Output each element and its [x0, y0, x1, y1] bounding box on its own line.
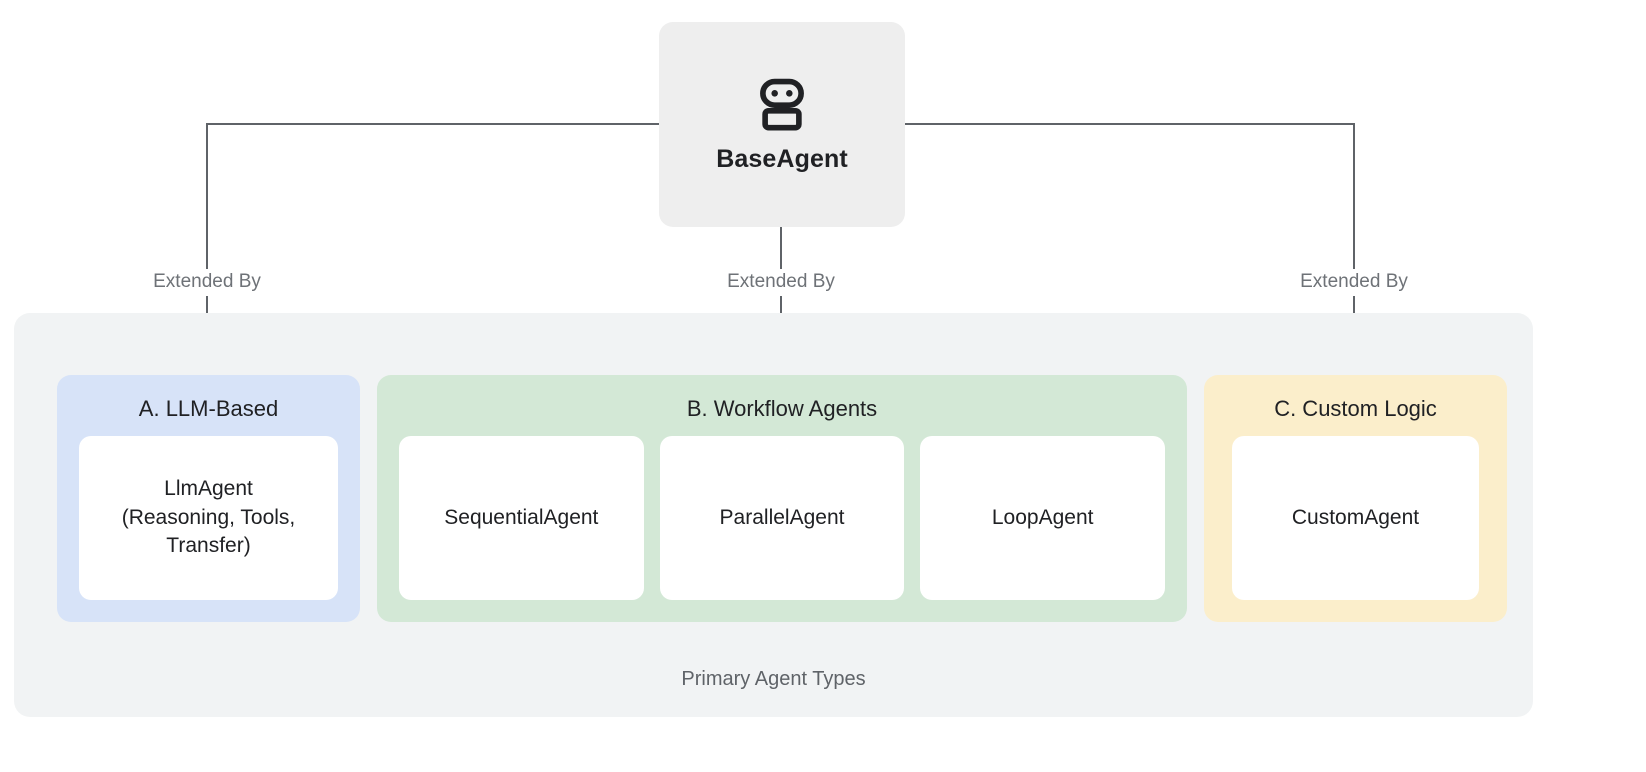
- edge-label-left: Extended By: [145, 269, 269, 296]
- leaf-card-custom-agent[interactable]: CustomAgent: [1232, 436, 1479, 600]
- group-title-custom-logic: C. Custom Logic: [1274, 396, 1437, 421]
- group-title-workflow-agents: B. Workflow Agents: [686, 396, 878, 421]
- group-body-custom-logic: CustomAgent: [1204, 436, 1507, 622]
- leaf-card-parallel-agent[interactable]: ParallelAgent: [659, 436, 905, 600]
- group-title-llm-based: A. LLM-Based: [138, 396, 279, 421]
- leaf-card-llm-agent[interactable]: LlmAgent(Reasoning, Tools,Transfer): [79, 436, 338, 600]
- edge-label-right: Extended By: [1292, 269, 1416, 296]
- container-caption: Primary Agent Types: [681, 668, 866, 690]
- leaf-card-sequential-agent[interactable]: SequentialAgent: [399, 436, 644, 600]
- group-body-llm-based: LlmAgent(Reasoning, Tools,Transfer): [57, 436, 360, 622]
- group-card-workflow-agents[interactable]: B. Workflow Agents SequentialAgent Paral…: [377, 375, 1187, 622]
- group-card-custom-logic[interactable]: C. Custom Logic CustomAgent: [1204, 375, 1507, 622]
- edge-label-middle: Extended By: [719, 269, 843, 296]
- group-body-workflow-agents: SequentialAgent ParallelAgent LoopAgent: [377, 436, 1187, 622]
- node-base-agent[interactable]: BaseAgent: [659, 22, 905, 227]
- robot-icon: [760, 78, 804, 131]
- node-base-agent-label: BaseAgent: [716, 145, 848, 173]
- group-card-llm-based[interactable]: A. LLM-Based LlmAgent(Reasoning, Tools,T…: [57, 375, 360, 622]
- leaf-card-loop-agent[interactable]: LoopAgent: [920, 436, 1166, 600]
